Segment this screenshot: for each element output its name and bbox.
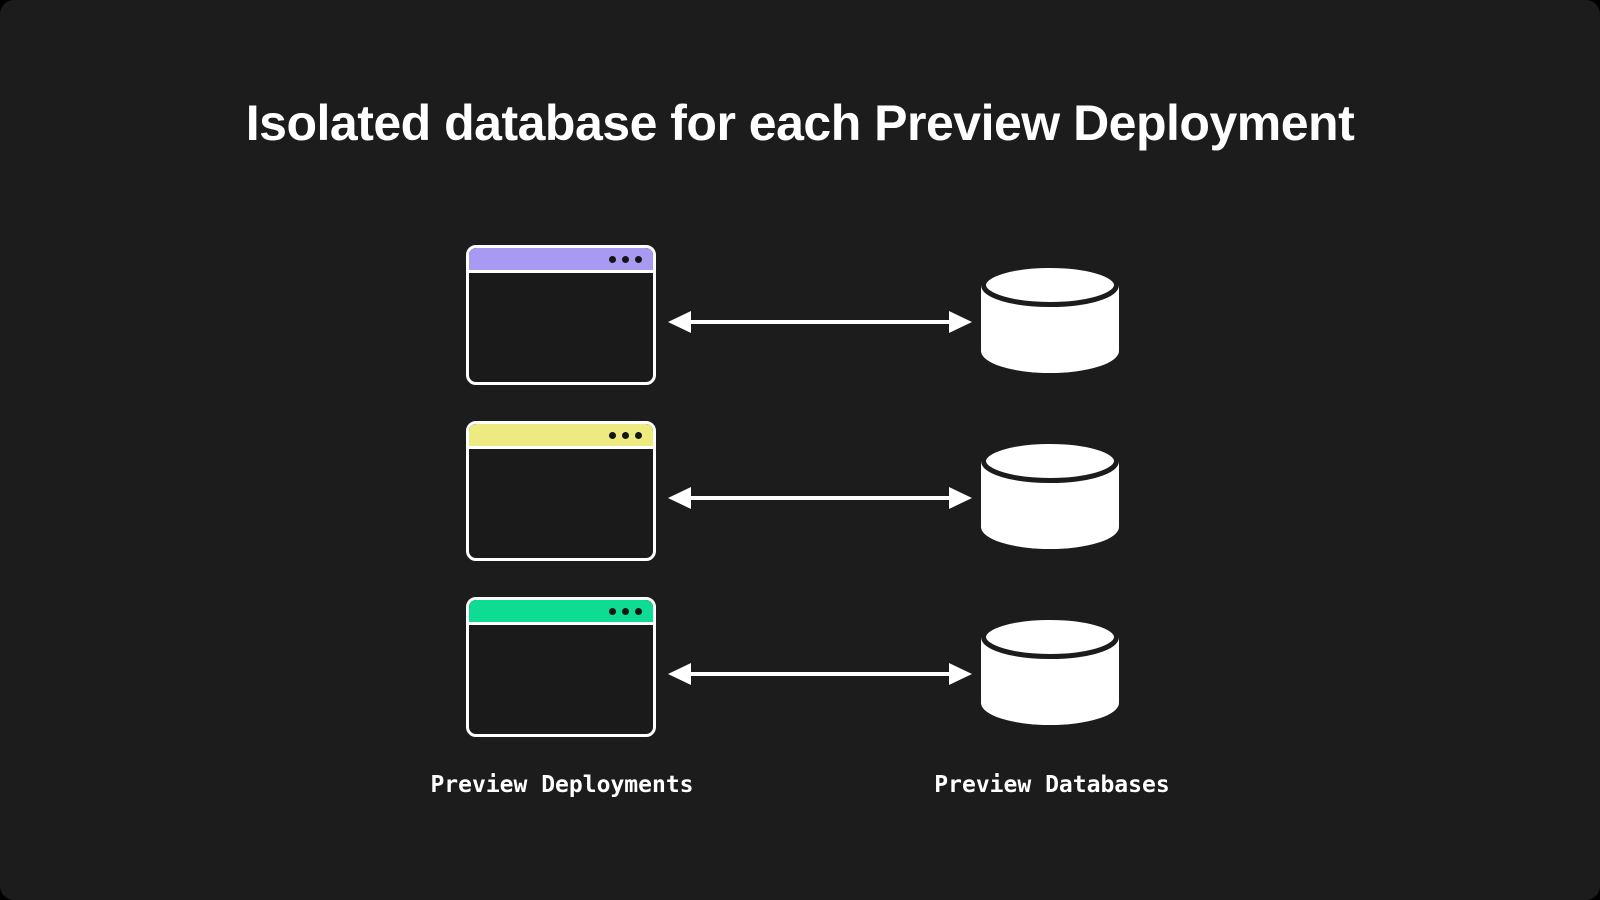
browser-titlebar [469, 424, 653, 449]
window-dot-icon [635, 607, 642, 615]
right-column-label: Preview Databases [934, 772, 1170, 798]
bidirectional-arrow-icon [668, 311, 972, 333]
bidirectional-arrow-icon [668, 487, 972, 509]
window-dot-icon [609, 431, 616, 439]
window-dot-icon [622, 431, 629, 439]
window-dot-icon [635, 431, 642, 439]
window-dot-icon [622, 607, 629, 615]
browser-window [466, 245, 656, 385]
window-dot-icon [609, 607, 616, 615]
browser-titlebar [469, 600, 653, 625]
browser-titlebar [469, 248, 653, 273]
bidirectional-arrow-icon [668, 663, 972, 685]
browser-window [466, 421, 656, 561]
window-dot-icon [622, 255, 629, 263]
database-icon [981, 615, 1119, 725]
left-column-label: Preview Deployments [430, 772, 694, 798]
browser-window [466, 597, 656, 737]
window-dot-icon [609, 255, 616, 263]
diagram-title: Isolated database for each Preview Deplo… [245, 95, 1355, 151]
window-dot-icon [635, 255, 642, 263]
database-icon [981, 439, 1119, 549]
database-icon [981, 263, 1119, 373]
